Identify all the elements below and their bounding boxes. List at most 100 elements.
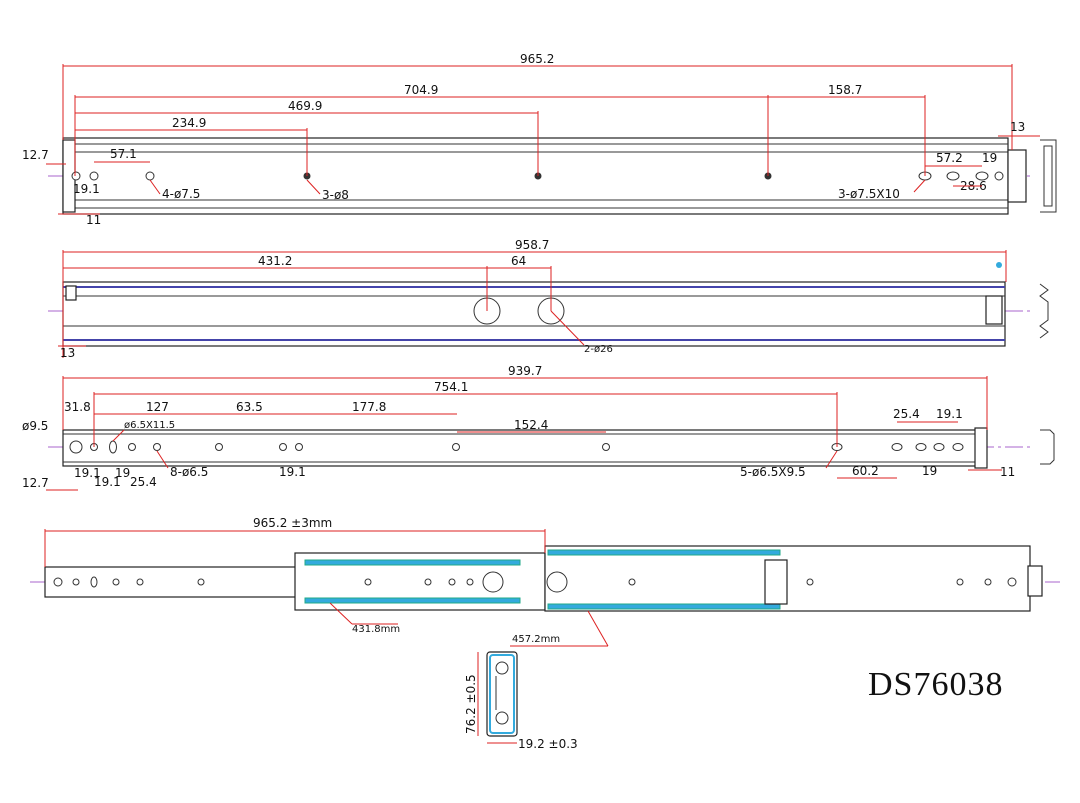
view4-hole xyxy=(72,578,80,586)
view1-dim-13: 13 xyxy=(1010,120,1025,134)
view3-slot xyxy=(952,443,964,451)
section-ball xyxy=(495,711,509,725)
view4-hole xyxy=(806,578,814,586)
section-dim-width: 19.2 ±0.3 xyxy=(518,737,578,751)
view3-callout-slots-b: 5-ø6.5X9.5 xyxy=(740,465,806,479)
view4-dim-extension: 965.2 ±3mm xyxy=(253,516,332,530)
view4-big-hole xyxy=(482,571,504,593)
view1-dim-57-2: 57.2 xyxy=(936,151,963,165)
view4-ball-track xyxy=(547,549,781,556)
view4-dim-457-2: 457.2mm xyxy=(512,634,560,645)
section-inner-profile xyxy=(489,654,515,734)
view3-hole xyxy=(153,443,161,451)
view-4: 965.2 ±3mm 431.8mm 457.2mm xyxy=(30,516,1060,647)
view4-leader xyxy=(587,610,609,647)
view4-hole xyxy=(424,578,432,586)
view1-dim-19: 19.1 xyxy=(73,182,100,196)
view3-rail-body xyxy=(62,429,986,467)
view3-hole-large xyxy=(69,440,83,454)
model-code: DS76038 xyxy=(868,666,1003,703)
view3-leader xyxy=(825,450,838,469)
view2-callout-big-holes: 2-ø26 xyxy=(584,344,613,355)
view1-callout-holes-b: 3-ø8 xyxy=(322,188,349,202)
view2-dim-total: 958.7 xyxy=(515,238,549,252)
view2-end-clip xyxy=(65,285,77,301)
view3-dim-127: 127 xyxy=(146,400,169,414)
view1-leader xyxy=(306,179,321,195)
view4-hole xyxy=(364,578,372,586)
view1-dim-234: 234.9 xyxy=(172,116,206,130)
view1-dim-19b: 19 xyxy=(982,151,997,165)
view4-leader xyxy=(329,602,353,625)
view1-leader xyxy=(149,179,161,195)
view3-dim-19-1c: 19.1 xyxy=(94,475,121,489)
view3-dim-25-4b: 25.4 xyxy=(130,475,157,489)
view1-dim-57: 57.1 xyxy=(110,147,137,161)
view1-dim-12: 12.7 xyxy=(22,148,49,162)
view4-hole xyxy=(197,578,205,586)
view3-hole xyxy=(215,443,223,451)
view3-slot xyxy=(915,443,927,451)
view2-marker xyxy=(996,262,1002,268)
view3-dim-19-1d: 19.1 xyxy=(279,465,306,479)
view1-dim-total: 965.2 xyxy=(520,52,554,66)
view4-ball-track xyxy=(304,597,521,604)
view3-dim-11: 11 xyxy=(1000,465,1015,479)
view3-callout-holes-a: 8-ø6.5 xyxy=(170,465,208,479)
view4-hole xyxy=(1007,577,1017,587)
view4-end-cap xyxy=(1027,565,1043,597)
view2-leader xyxy=(550,310,585,346)
view1-hole xyxy=(145,171,155,181)
view1-callout-holes-a: 4-ø7.5 xyxy=(162,187,200,201)
view3-dim-754: 754.1 xyxy=(434,380,468,394)
view2-profile xyxy=(1039,283,1049,339)
view2-rail-body xyxy=(62,281,1006,347)
view3-hole xyxy=(279,443,287,451)
view3-slot xyxy=(891,443,903,451)
view4-stopper xyxy=(764,559,788,605)
view1-profile xyxy=(1040,139,1057,213)
view1-dim-704: 704.9 xyxy=(404,83,438,97)
view3-dim-60-2: 60.2 xyxy=(852,464,879,478)
view1-right-tab xyxy=(1007,149,1027,203)
view3-right-end xyxy=(974,427,988,469)
view1-dim-11: 11 xyxy=(86,213,101,227)
view3-callout-slot-a: ø6.5X11.5 xyxy=(124,420,175,431)
view4-hole xyxy=(448,578,456,586)
view3-dim-152-4: 152.4 xyxy=(514,418,548,432)
view3-dim-19b: 19 xyxy=(922,464,937,478)
view4-ball-track xyxy=(547,603,781,610)
section-profile xyxy=(486,651,518,737)
view1-callout-holes-c: 3-ø7.5X10 xyxy=(838,187,900,201)
view1-hole xyxy=(71,171,81,181)
section-ball xyxy=(495,661,509,675)
view1-slot xyxy=(975,171,989,181)
view1-dim-158: 158.7 xyxy=(828,83,862,97)
view3-profile xyxy=(1040,429,1055,465)
view3-slot xyxy=(933,443,945,451)
view4-hole xyxy=(466,578,474,586)
view4-slot xyxy=(90,576,98,588)
view2-dim-64: 64 xyxy=(511,254,526,268)
view3-dim-25-4a: 25.4 xyxy=(893,407,920,421)
view-1: 965.2 704.9 158.7 469.9 234.9 12.7 57.1 … xyxy=(22,52,1057,227)
view3-hole xyxy=(602,443,610,451)
view3-dim-31-8: 31.8 xyxy=(64,400,91,414)
view2-dim-13: 13 xyxy=(60,346,75,360)
view3-dim-9-5: ø9.5 xyxy=(22,419,48,433)
view3-hole xyxy=(295,443,303,451)
view4-dim-431-8: 431.8mm xyxy=(352,624,400,635)
view-2: 958.7 431.2 64 2-ø26 13 xyxy=(48,238,1049,360)
view3-leader xyxy=(156,450,169,469)
view2-dim-431: 431.2 xyxy=(258,254,292,268)
view3-dim-63-5: 63.5 xyxy=(236,400,263,414)
view4-hole xyxy=(53,577,63,587)
view3-dim-total: 939.7 xyxy=(508,364,542,378)
view3-dim-19-1b: 19.1 xyxy=(74,466,101,480)
view1-leader xyxy=(913,179,926,193)
view4-ball-track xyxy=(304,559,521,566)
section-view: 76.2 ±0.5 19.2 ±0.3 xyxy=(464,651,578,751)
view1-dim-469: 469.9 xyxy=(288,99,322,113)
view4-hole xyxy=(136,578,144,586)
